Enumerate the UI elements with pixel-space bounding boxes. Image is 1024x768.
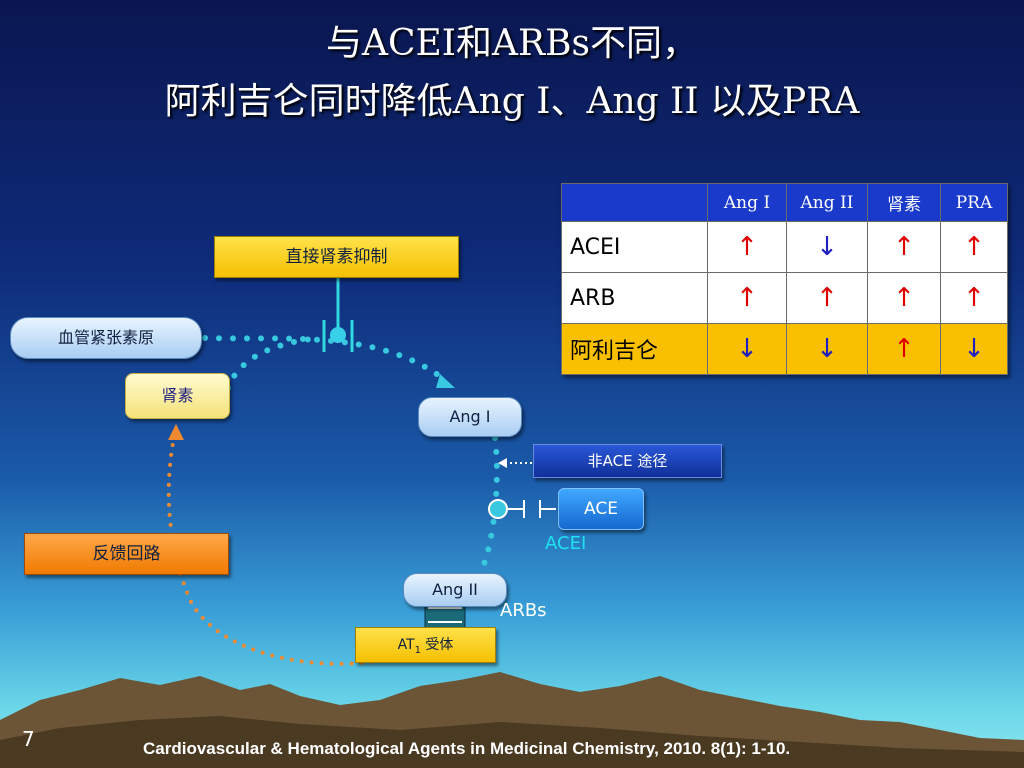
feedback-loop-box: 反馈回路 bbox=[24, 533, 229, 575]
row-label: ARB bbox=[561, 272, 708, 324]
table-row: ACEI ↑ ↓ ↑ ↑ bbox=[561, 221, 1008, 273]
table-cell: ↑ bbox=[867, 221, 941, 273]
row-label: 阿利吉仑 bbox=[561, 323, 708, 375]
ace-box: ACE bbox=[558, 488, 644, 530]
table-row-highlight: 阿利吉仑 ↓ ↓ ↑ ↓ bbox=[561, 323, 1008, 375]
table-cell: ↑ bbox=[786, 272, 868, 324]
ang1-node: Ang I bbox=[418, 397, 522, 437]
table-row: ARB ↑ ↑ ↑ ↑ bbox=[561, 272, 1008, 324]
table-cell: ↑ bbox=[867, 272, 941, 324]
ace-node bbox=[488, 499, 508, 519]
non-ace-arrow-head bbox=[498, 458, 507, 468]
table-cell: ↓ bbox=[707, 323, 787, 375]
at1-receptor-box: AT1 受体 bbox=[355, 627, 496, 663]
slide-title-line2: 阿利吉仑同时降低Ang I、Ang II 以及PRA bbox=[164, 81, 860, 122]
table-cell: ↑ bbox=[867, 323, 941, 375]
feedback-loop-arc bbox=[166, 430, 422, 666]
table-cell: ↓ bbox=[940, 323, 1008, 375]
non-ace-pathway-box: 非ACE 途径 bbox=[533, 444, 722, 478]
ang2-node: Ang II bbox=[403, 573, 507, 607]
at1-subscript: 1 bbox=[414, 644, 421, 656]
table-header-cell bbox=[561, 183, 708, 222]
table-header-cell: 肾素 bbox=[867, 183, 941, 222]
table-header-cell: Ang II bbox=[786, 183, 868, 222]
arc-renin-to-junction bbox=[225, 335, 323, 391]
page-number: 7 bbox=[22, 727, 35, 751]
table-header-cell: Ang I bbox=[707, 183, 787, 222]
inhibition-node bbox=[330, 327, 346, 343]
arrow-head-ang1 bbox=[436, 374, 455, 388]
row-label: ACEI bbox=[561, 221, 708, 273]
at1-prefix: AT bbox=[397, 637, 415, 653]
at1-suffix: 受体 bbox=[420, 637, 454, 653]
table-header-row: Ang I Ang II 肾素 PRA bbox=[561, 183, 1008, 222]
table-cell: ↓ bbox=[786, 323, 868, 375]
arc-angiotensinogen-to-ang1 bbox=[202, 335, 448, 383]
citation: Cardiovascular & Hematological Agents in… bbox=[143, 739, 791, 758]
mountain-highlight bbox=[0, 716, 1024, 768]
direct-renin-inhibition-box: 直接肾素抑制 bbox=[214, 236, 459, 278]
comparison-table: Ang I Ang II 肾素 PRA ACEI ↑ ↓ ↑ ↑ ARB ↑ ↑… bbox=[561, 183, 1008, 375]
table-cell: ↑ bbox=[940, 272, 1008, 324]
angiotensinogen-node: 血管紧张素原 bbox=[10, 317, 202, 359]
arbs-label: ARBs bbox=[500, 600, 547, 621]
table-cell: ↑ bbox=[940, 221, 1008, 273]
table-cell: ↑ bbox=[707, 272, 787, 324]
acei-label: ACEI bbox=[545, 533, 587, 554]
table-header-cell: PRA bbox=[940, 183, 1008, 222]
renin-node: 肾素 bbox=[125, 373, 230, 419]
table-cell: ↓ bbox=[786, 221, 868, 273]
slide-title-line1: 与ACEI和ARBs不同， bbox=[325, 23, 699, 64]
table-cell: ↑ bbox=[707, 221, 787, 273]
feedback-arrow-head bbox=[168, 424, 184, 440]
